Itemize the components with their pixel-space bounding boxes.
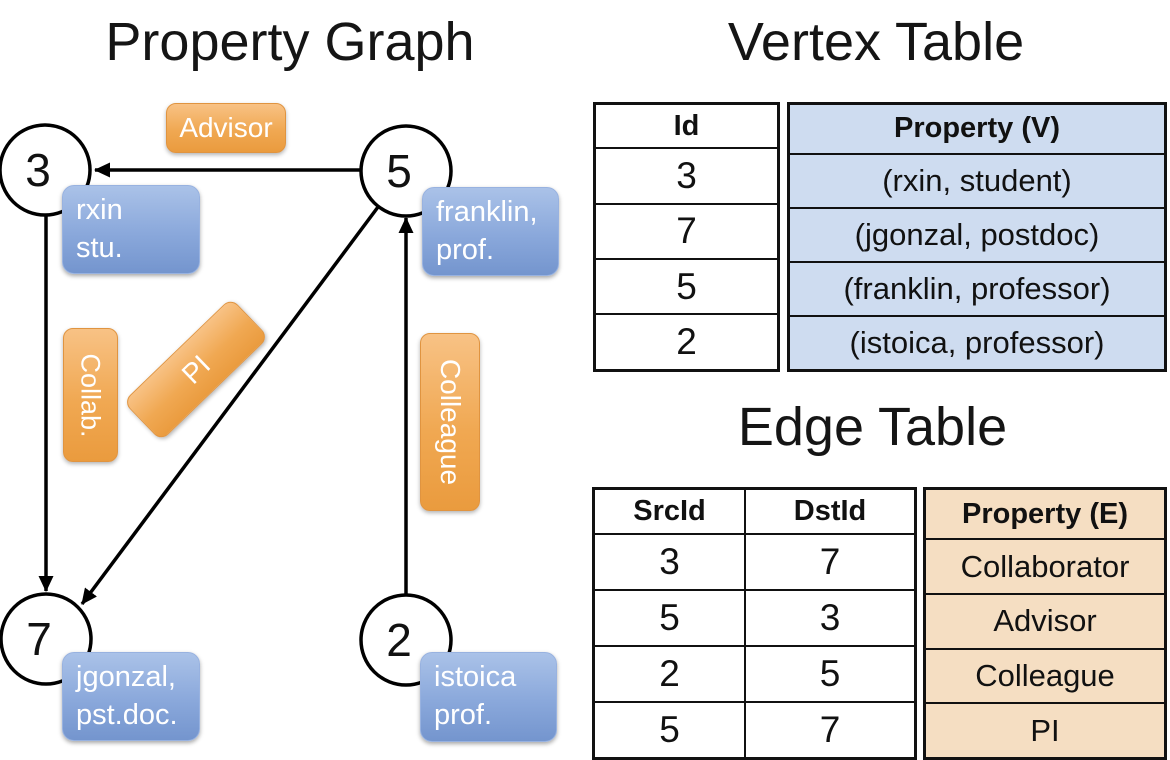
- vertex-prop-franklin: franklin, prof.: [422, 187, 559, 276]
- edge-pi-5-to-7: [80, 205, 380, 606]
- vertex-table-id-cell: 5: [593, 258, 780, 316]
- edge-label-colleague-text: Colleague: [435, 358, 467, 486]
- edge-table-dst-header: DstId: [744, 487, 917, 535]
- edge-label-pi-text: PI: [175, 348, 216, 390]
- edge-table-property-cell: Advisor: [923, 593, 1167, 650]
- vertex-table-title: Vertex Table: [727, 12, 1025, 72]
- edge-table-property-column: Property (E) Collaborator Advisor Collea…: [923, 487, 1167, 760]
- vertex-id-3: 3: [25, 144, 51, 196]
- vertex-prop-line: rxin: [76, 194, 123, 226]
- edge-label-colleague: Colleague: [420, 333, 480, 511]
- edge-table-property-cell: PI: [923, 702, 1167, 760]
- edge-table-property-header: Property (E): [923, 487, 1167, 541]
- edge-label-collab-text: Collab.: [76, 352, 107, 438]
- edge-table-dst-cell: 7: [744, 700, 917, 760]
- vertex-table-property-cell: (rxin, student): [787, 152, 1167, 209]
- edge-table-dst-cell: 3: [744, 588, 917, 647]
- edge-table-src-cell: 2: [592, 644, 746, 703]
- edge-table-dst-cell: 5: [744, 644, 917, 703]
- vertex-prop-istoica: istoica prof.: [420, 652, 557, 742]
- vertex-id-5: 5: [386, 145, 412, 197]
- vertex-table-property-cell: (franklin, professor): [787, 260, 1167, 317]
- vertex-prop-line: jgonzal,: [76, 661, 176, 693]
- edge-table-title: Edge Table: [737, 397, 1008, 457]
- vertex-table-id-column: Id 3 7 5 2: [593, 102, 780, 372]
- edge-table-id-columns: SrcId DstId 3 7 5 3 2 5 5 7: [592, 487, 917, 760]
- edge-table-src-header: SrcId: [592, 487, 746, 535]
- edge-table-src-cell: 5: [592, 588, 746, 647]
- vertex-prop-rxin: rxin stu.: [62, 185, 200, 274]
- edge-label-advisor-text: Advisor: [179, 112, 273, 143]
- vertex-prop-line: istoica: [434, 661, 517, 693]
- graph-title: Property Graph: [105, 12, 475, 72]
- edge-label-collab: Collab.: [63, 328, 118, 462]
- vertex-prop-line: prof.: [434, 699, 493, 731]
- edge-table-src-cell: 3: [592, 532, 746, 591]
- vertex-prop-line: stu.: [76, 232, 123, 264]
- edge-table-property-cell: Collaborator: [923, 538, 1167, 596]
- edge-table-property-cell: Colleague: [923, 647, 1167, 705]
- edge-table-dst-cell: 7: [744, 532, 917, 591]
- vertex-id-2: 2: [386, 614, 412, 666]
- vertex-id-7: 7: [26, 613, 52, 665]
- vertex-table-id-cell: 7: [593, 202, 780, 261]
- vertex-table-property-header: Property (V): [787, 102, 1167, 155]
- vertex-table-id-cell: 3: [593, 147, 780, 205]
- edge-table-src-cell: 5: [592, 700, 746, 760]
- vertex-table-property-cell: (istoica, professor): [787, 314, 1167, 372]
- vertex-table-id-header: Id: [593, 102, 780, 150]
- edge-label-advisor: Advisor: [166, 103, 286, 153]
- vertex-table-id-cell: 2: [593, 313, 780, 372]
- vertex-prop-line: prof.: [436, 234, 495, 266]
- vertex-table-property-cell: (jgonzal, postdoc): [787, 206, 1167, 263]
- vertex-table-property-column: Property (V) (rxin, student) (jgonzal, p…: [787, 102, 1167, 372]
- vertex-prop-jgonzal: jgonzal, pst.doc.: [62, 652, 200, 741]
- vertex-prop-line: franklin,: [436, 196, 538, 228]
- vertex-prop-line: pst.doc.: [76, 699, 178, 731]
